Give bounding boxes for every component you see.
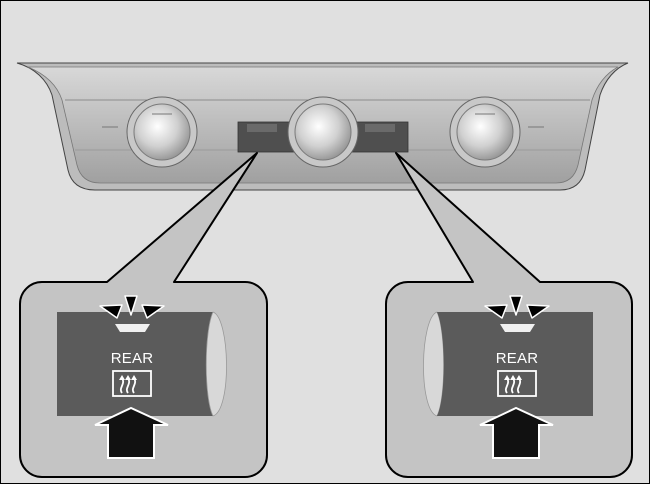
rear-defroster-icon	[497, 370, 537, 397]
press-arrow-right	[479, 406, 554, 459]
climate-console	[16, 62, 629, 191]
rear-defrost-button-left[interactable]	[57, 312, 213, 416]
rear-defrost-button-right[interactable]	[437, 312, 593, 416]
indicator-light-left	[115, 324, 150, 332]
rear-button-label-right: REAR	[495, 350, 539, 367]
callout-left	[19, 152, 268, 478]
left-knob[interactable]	[126, 96, 198, 168]
rear-button-label-left: REAR	[110, 350, 154, 367]
callout-right	[385, 152, 633, 478]
press-arrow-left	[94, 406, 169, 459]
center-knob[interactable]	[287, 96, 359, 168]
right-knob[interactable]	[449, 96, 521, 168]
rear-defroster-icon	[112, 370, 152, 397]
indicator-light-right	[500, 324, 535, 332]
